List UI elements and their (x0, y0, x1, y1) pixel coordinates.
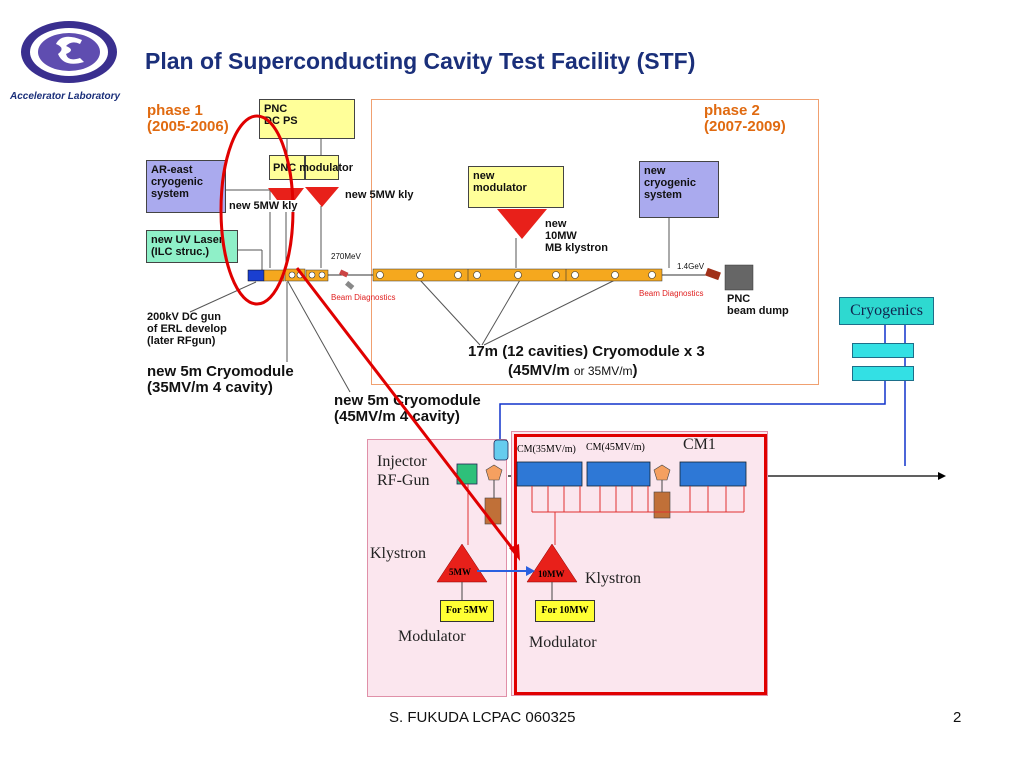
cryogenics-unit-1 (852, 343, 914, 358)
cryogenics-box: Cryogenics (839, 297, 934, 325)
cryomodule-17m-label: 17m (12 cavities) Cryomodule x 3 (468, 343, 705, 360)
cm1-label: CM1 (683, 436, 716, 453)
page-title: Plan of Superconducting Cavity Test Faci… (145, 48, 696, 74)
energy-270mev: 270MeV (331, 252, 361, 261)
klystron-right-label: Klystron (585, 570, 641, 587)
kly-5mw-left-label: new 5MW kly (229, 200, 298, 212)
cm-highlight-box (514, 434, 767, 695)
beam-diagnostics-1: Beam Diagnostics (331, 293, 396, 302)
cm-35-label: CM(35MV/m) (517, 444, 576, 455)
pnc-modulator-box-b (305, 155, 339, 180)
phase1-label: phase 1 (2005-2006) (147, 102, 229, 135)
klystron-left-label: Klystron (370, 545, 426, 562)
kly-5mw-right-label: new 5MW kly (345, 189, 414, 201)
page-number: 2 (953, 709, 962, 726)
energy-1-4gev: 1.4GeV (677, 262, 705, 271)
pnc-modulator-label: PNC modulator (273, 162, 354, 174)
lab-name: Accelerator Laboratory (10, 91, 121, 102)
phase2-label: phase 2 (2007-2009) (704, 102, 786, 135)
injector-region (367, 439, 507, 697)
lab-logo (18, 18, 120, 86)
cm-45-label: CM(45MV/m) (586, 442, 645, 453)
cryomodule-45-label: new 5m Cryomodule(45MV/m 4 cavity) (334, 392, 481, 425)
modulator-right-label: Modulator (529, 634, 597, 651)
klystron-10mw-label: 10MW (538, 569, 565, 579)
klystron-5mw-label: 5MW (449, 567, 471, 577)
cryogenics-unit-2 (852, 366, 914, 381)
modulator-10mw-box: For 10MW (535, 600, 595, 622)
cryomodule-35-label: new 5m Cryomodule(35MV/m 4 cavity) (147, 363, 294, 396)
beam-diagnostics-2: Beam Diagnostics (639, 289, 704, 298)
footer-presenter: S. FUKUDA LCPAC 060325 (389, 709, 576, 726)
modulator-5mw-box: For 5MW (440, 600, 494, 622)
phase2-region (371, 99, 819, 385)
cryomodule-17m-gradient: (45MV/m or 35MV/m) (508, 362, 638, 379)
modulator-left-label: Modulator (398, 628, 466, 645)
